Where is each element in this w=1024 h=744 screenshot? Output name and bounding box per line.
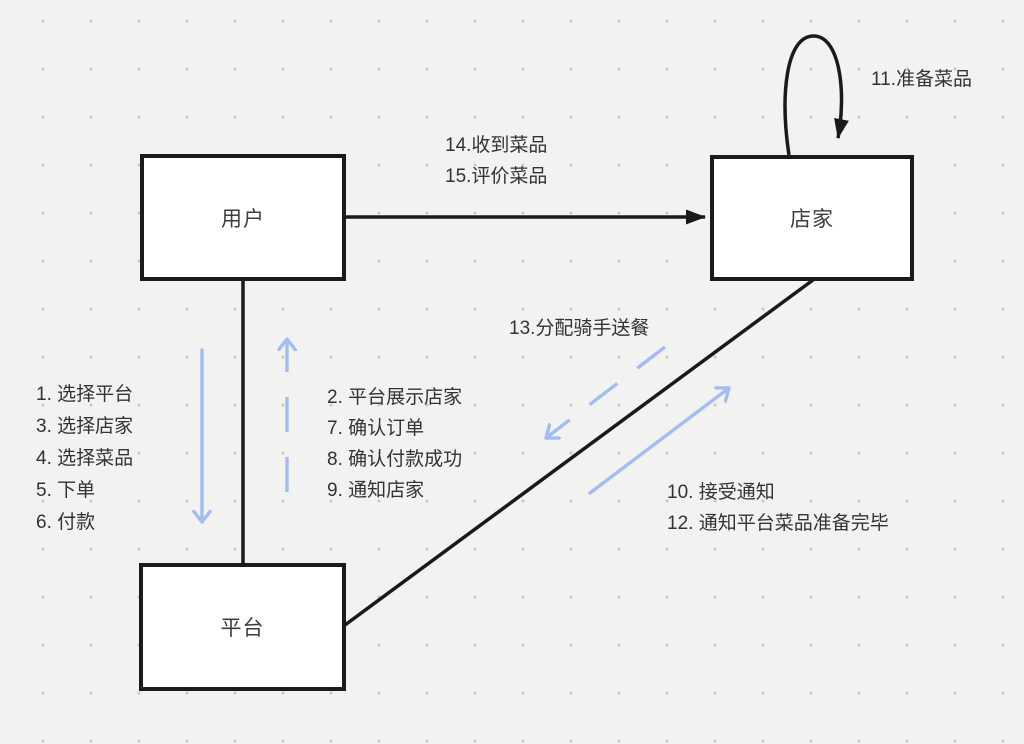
- dispatch-rider-label: 13.分配骑手送餐: [509, 313, 649, 344]
- user-node-label: 用户: [221, 207, 265, 231]
- step-12: 12. 通知平台菜品准备完毕: [667, 513, 889, 534]
- shop-to-platform-steps: 10. 接受通知 12. 通知平台菜品准备完毕: [667, 477, 889, 539]
- step-1: 1. 选择平台: [36, 384, 134, 405]
- platform-node-label: 平台: [220, 617, 265, 640]
- user-node: 用户: [140, 154, 346, 281]
- prepare-dishes-label: 11.准备菜品: [871, 64, 972, 95]
- step-6: 6. 付款: [36, 512, 96, 533]
- dispatch-rider-arrow: [546, 345, 667, 438]
- shop-to-platform-notify-arrow: [588, 388, 731, 495]
- platform-to-user-steps: 2. 平台展示店家 7. 确认订单 8. 确认付款成功 9. 通知店家: [327, 382, 462, 506]
- receive-dishes-label: 14.收到菜品 15.评价菜品: [445, 130, 547, 192]
- step-3: 3. 选择店家: [36, 416, 134, 437]
- step-11: 11.准备菜品: [871, 69, 973, 90]
- platform-node: 平台: [139, 563, 346, 691]
- shop-node-label: 店家: [790, 208, 834, 231]
- step-5: 5. 下单: [36, 480, 96, 501]
- step-2: 2. 平台展示店家: [327, 387, 463, 408]
- step-15: 15.评价菜品: [445, 166, 548, 187]
- step-13: 13.分配骑手送餐: [509, 318, 650, 339]
- step-9: 9. 通知店家: [327, 480, 425, 501]
- step-7: 7. 确认订单: [327, 418, 425, 439]
- step-4: 4. 选择菜品: [36, 448, 134, 469]
- step-10: 10. 接受通知: [667, 482, 775, 503]
- shop-node: 店家: [710, 155, 914, 281]
- step-8: 8. 确认付款成功: [327, 449, 463, 470]
- shop-platform-line: [343, 278, 815, 627]
- step-14: 14.收到菜品: [445, 135, 548, 156]
- shop-self-loop-arrow: [783, 34, 849, 156]
- user-to-platform-steps: 1. 选择平台 3. 选择店家 4. 选择菜品 5. 下单 6. 付款: [36, 379, 133, 539]
